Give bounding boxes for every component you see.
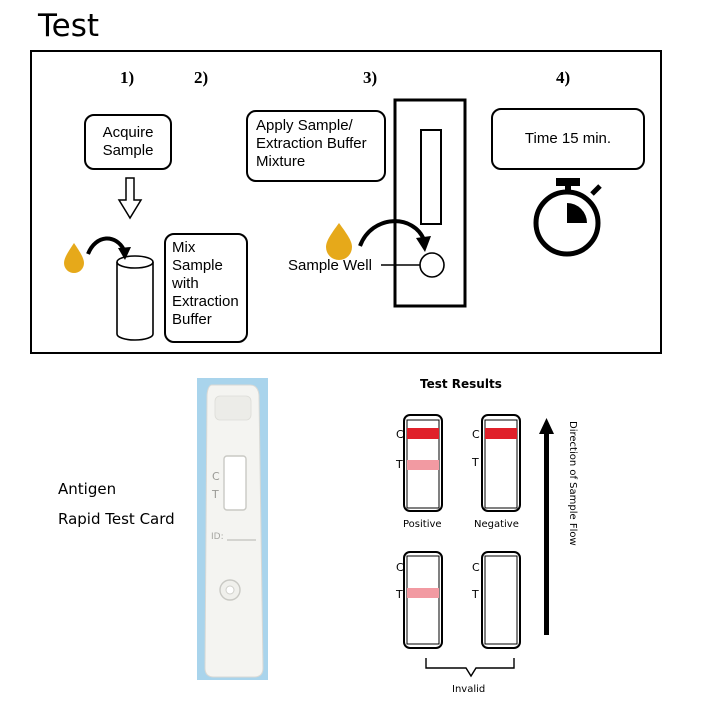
mix-sample-line: Mix bbox=[172, 239, 196, 256]
acquire-sample-box: Acquire Sample bbox=[84, 114, 172, 170]
invalid2-t-label: T bbox=[472, 588, 479, 601]
flow-direction-label: Direction of Sample Flow bbox=[567, 421, 578, 546]
curved-arrow-icon bbox=[86, 236, 126, 255]
instructions-panel bbox=[30, 50, 662, 354]
time-box: Time 15 min. bbox=[491, 108, 645, 170]
invalid-strip-1 bbox=[403, 551, 443, 649]
negative-control-line bbox=[485, 428, 517, 439]
sample-drop-icon bbox=[64, 243, 84, 273]
test-card-window bbox=[223, 455, 247, 511]
time-label: Time 15 min. bbox=[524, 130, 612, 147]
mix-sample-box: Mix Sample with Extraction Buffer bbox=[164, 233, 248, 343]
card-label-line: Antigen bbox=[58, 480, 117, 498]
negative-t-label: T bbox=[472, 456, 479, 469]
card-c-mark: C bbox=[212, 470, 220, 483]
sample-drop-icon bbox=[326, 223, 352, 260]
apply-sample-line: Mixture bbox=[256, 153, 306, 170]
positive-t-label: T bbox=[396, 458, 403, 471]
test-card-grip bbox=[214, 395, 252, 421]
acquire-sample-line: Acquire bbox=[102, 124, 154, 141]
invalid1-c-label: C bbox=[396, 561, 404, 574]
mix-sample-line: with bbox=[172, 275, 199, 292]
result-window bbox=[420, 129, 442, 225]
positive-strip bbox=[403, 414, 443, 512]
curved-arrow-head bbox=[416, 236, 431, 252]
results-title: Test Results bbox=[420, 377, 502, 391]
acquire-sample-line: Sample bbox=[102, 142, 154, 159]
flow-arrow-shaft bbox=[544, 430, 549, 635]
curved-arrow-head bbox=[118, 247, 131, 260]
positive-test-line bbox=[407, 460, 439, 470]
card-label-line: Rapid Test Card bbox=[58, 510, 175, 528]
mix-sample-line: Buffer bbox=[172, 311, 212, 328]
page-title: Test bbox=[38, 8, 100, 44]
mix-sample-line: Extraction bbox=[172, 293, 239, 310]
card-id-mark: ID: bbox=[211, 532, 224, 542]
negative-c-label: C bbox=[472, 428, 480, 441]
negative-strip bbox=[481, 414, 521, 512]
test-card-body bbox=[204, 384, 264, 678]
positive-c-label: C bbox=[396, 428, 404, 441]
sample-well-label: Sample Well bbox=[288, 257, 372, 274]
invalid-test-line bbox=[407, 588, 439, 598]
step-4-number: 4) bbox=[556, 68, 571, 87]
negative-label: Negative bbox=[474, 519, 519, 530]
tube-icon bbox=[116, 255, 154, 341]
invalid1-t-label: T bbox=[396, 588, 403, 601]
card-t-mark: T bbox=[212, 488, 219, 501]
test-card-well-inner bbox=[225, 585, 235, 595]
invalid2-c-label: C bbox=[472, 561, 480, 574]
positive-control-line bbox=[407, 428, 439, 439]
card-label: Antigen Rapid Test Card bbox=[58, 480, 175, 528]
invalid-label: Invalid bbox=[452, 684, 486, 695]
step-1-number: 1) bbox=[120, 68, 135, 87]
down-arrow-icon bbox=[117, 177, 143, 220]
apply-sample-line: Apply Sample/ bbox=[256, 117, 353, 134]
invalid-bracket bbox=[425, 658, 515, 678]
stopwatch-icon bbox=[533, 178, 602, 257]
flow-arrow-head bbox=[539, 418, 554, 434]
curved-arrow-icon bbox=[358, 219, 426, 247]
apply-sample-box: Apply Sample/ Extraction Buffer Mixture bbox=[246, 110, 386, 182]
positive-label: Positive bbox=[403, 519, 442, 530]
apply-sample-line: Extraction Buffer bbox=[256, 135, 367, 152]
mix-sample-line: Sample bbox=[172, 257, 223, 274]
step-3-number: 3) bbox=[363, 68, 378, 87]
step-2-number: 2) bbox=[194, 68, 209, 87]
invalid-strip-2 bbox=[481, 551, 521, 649]
